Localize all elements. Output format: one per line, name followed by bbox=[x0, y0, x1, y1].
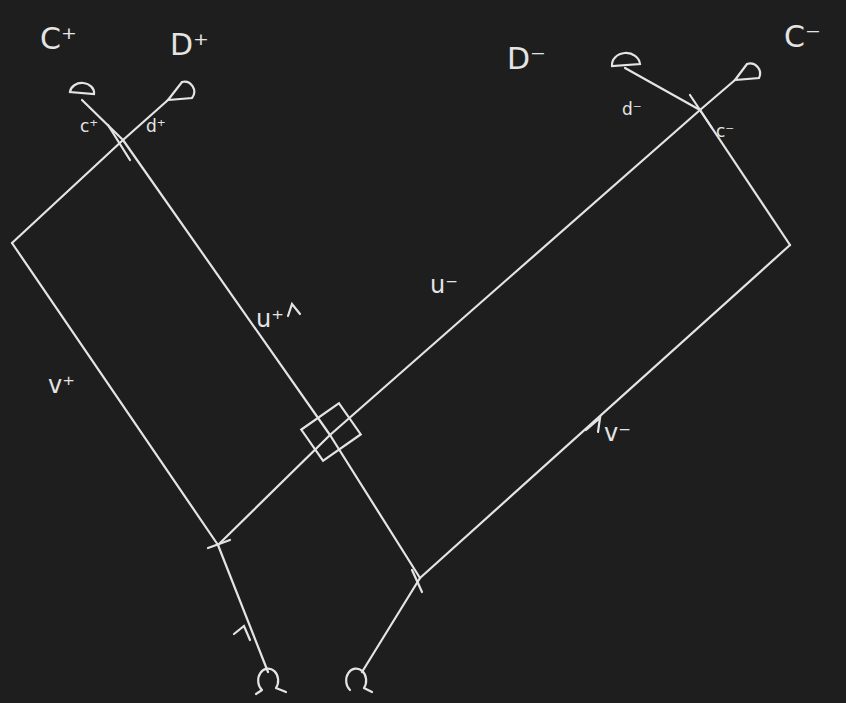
detector-symbol bbox=[612, 53, 640, 66]
path-line bbox=[330, 110, 700, 435]
beam-splitter bbox=[412, 570, 422, 592]
path-label: d⁺ bbox=[146, 117, 166, 136]
detector-node: C⁺ bbox=[38, 20, 79, 57]
path-label: c⁻ bbox=[716, 122, 734, 141]
direction-arrow bbox=[234, 626, 250, 640]
path-line bbox=[123, 140, 330, 435]
detector-label: C⁻ bbox=[784, 20, 821, 53]
path-label: u⁻ bbox=[430, 272, 458, 298]
detector-node: D⁺ bbox=[168, 26, 211, 63]
path-label: d⁻ bbox=[622, 100, 642, 119]
path-line bbox=[12, 140, 123, 243]
path-label: v⁺ bbox=[48, 372, 75, 398]
direction-arrow bbox=[288, 304, 300, 316]
path-line bbox=[420, 245, 790, 578]
beam-splitter bbox=[690, 95, 712, 128]
path-label: v⁻ bbox=[604, 420, 631, 446]
path-line bbox=[12, 243, 218, 545]
detector-symbol bbox=[70, 83, 94, 94]
source-symbol bbox=[256, 669, 286, 694]
beam-splitter bbox=[208, 540, 230, 548]
detector-node: C⁻ bbox=[782, 18, 823, 55]
beam-splitter bbox=[108, 125, 130, 160]
source-line bbox=[362, 578, 420, 672]
path-line bbox=[218, 435, 330, 545]
source-line bbox=[218, 545, 268, 672]
source-symbol bbox=[346, 669, 372, 692]
detector-symbol bbox=[735, 64, 760, 80]
path-label: c⁺ bbox=[80, 117, 98, 136]
path-label: u⁺ bbox=[256, 306, 284, 332]
overlap-box bbox=[301, 403, 360, 461]
detector-node: D⁻ bbox=[505, 40, 548, 77]
path-line bbox=[330, 435, 420, 578]
detector-symbol bbox=[168, 82, 194, 100]
output-arm bbox=[700, 80, 735, 110]
path-line bbox=[700, 110, 790, 245]
detector-label: D⁻ bbox=[507, 42, 546, 75]
detector-label: C⁺ bbox=[40, 22, 77, 55]
direction-arrow bbox=[586, 418, 600, 432]
detector-label: D⁺ bbox=[170, 28, 209, 61]
output-arm bbox=[123, 100, 168, 140]
